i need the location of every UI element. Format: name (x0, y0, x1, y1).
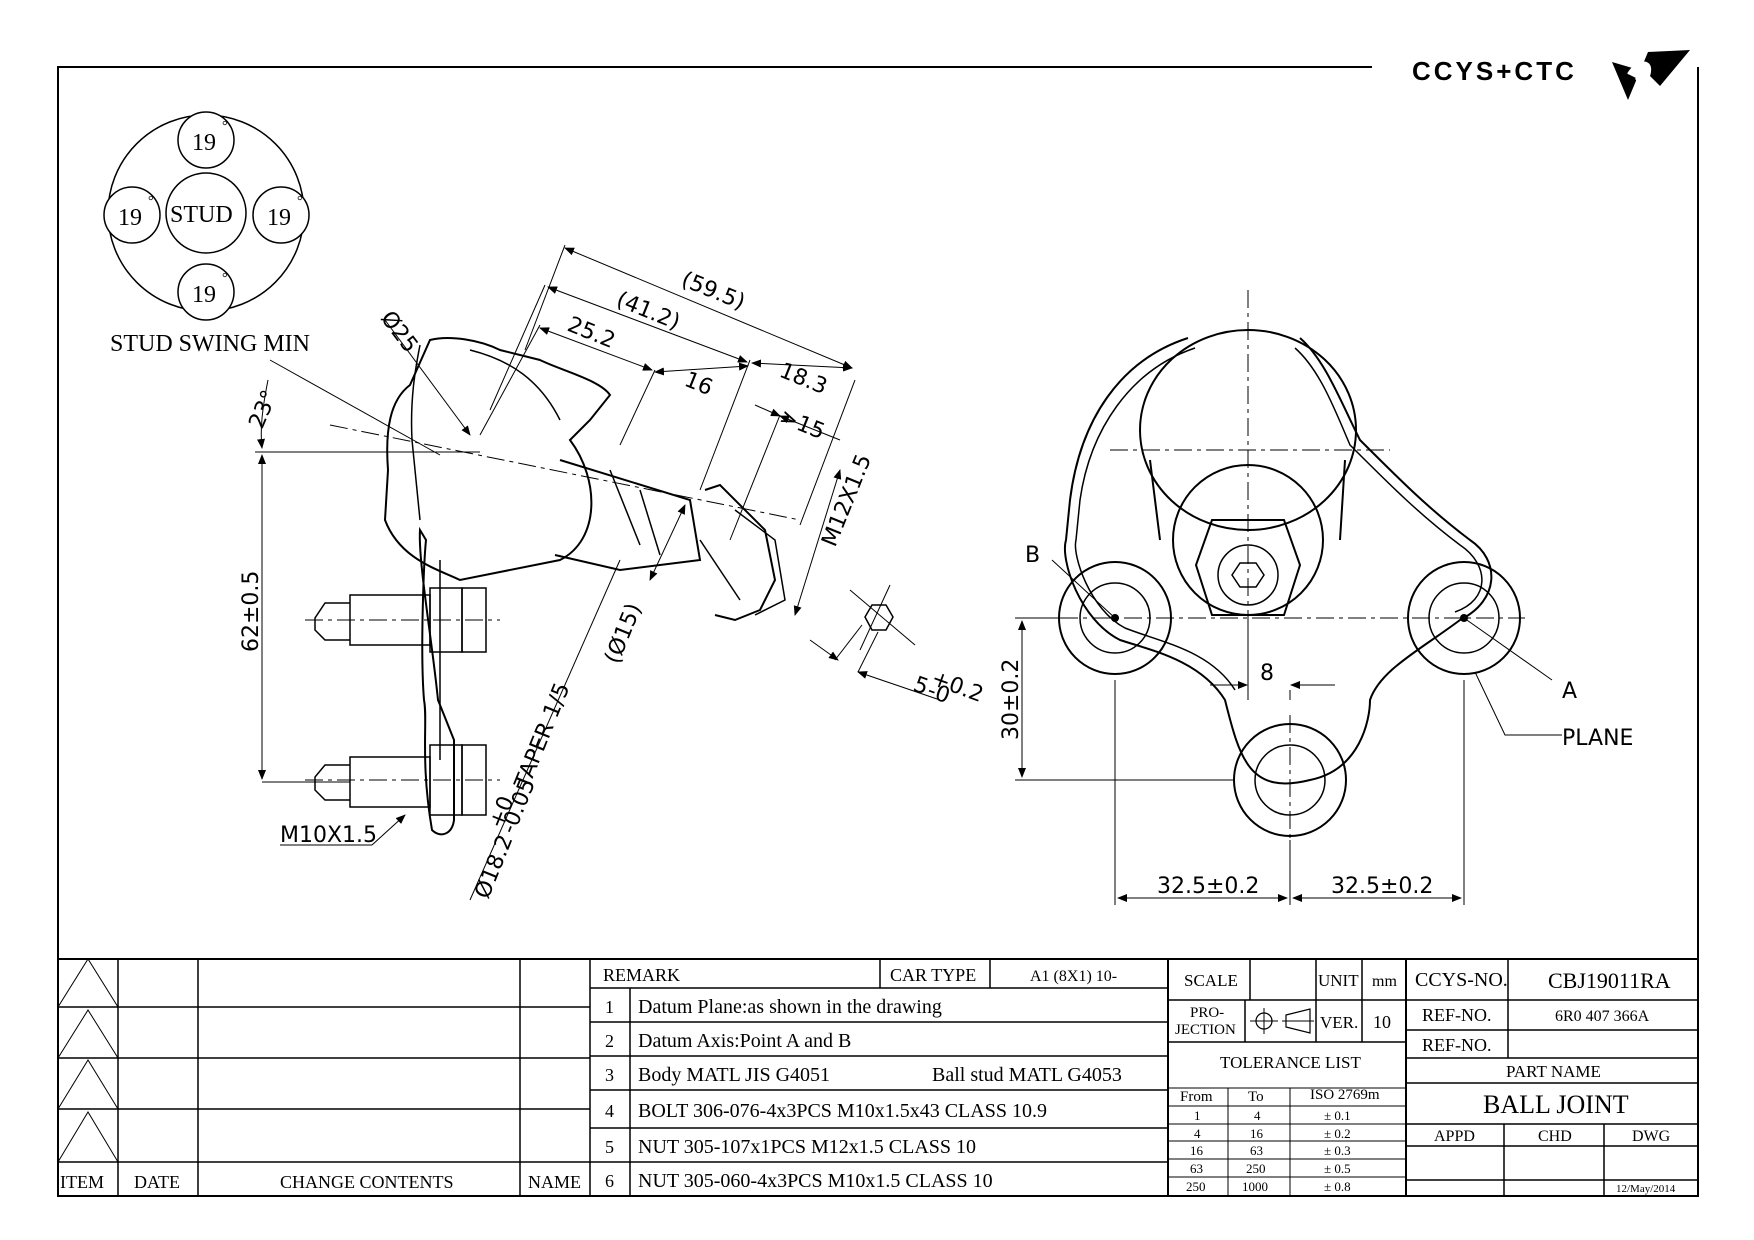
sheet-border (57, 66, 1699, 1197)
dim-angle: 23° (245, 387, 283, 433)
tol-header-iso: ISO 2769m (1310, 1087, 1380, 1103)
projection-symbol-icon (1250, 1008, 1314, 1034)
dim-30: 30±0.2 (999, 659, 1024, 740)
tol-row-4-from: 63 (1190, 1161, 1203, 1176)
tol-row-3-to: 63 (1250, 1143, 1263, 1158)
appd-label: APPD (1434, 1128, 1475, 1145)
tol-row-2-tol: ± 0.2 (1324, 1126, 1351, 1141)
tol-header-to: To (1248, 1089, 1264, 1105)
tol-row-1-to: 4 (1254, 1108, 1261, 1123)
drawing-date: 12/May/2014 (1616, 1183, 1676, 1195)
ccys-no-value: CBJ19011RA (1548, 968, 1671, 993)
rev-header-date: DATE (134, 1172, 180, 1192)
remark-item-3-no: 3 (605, 1065, 614, 1085)
title-block-grid (57, 958, 1698, 1196)
remark-item-5: NUT 305-107x1PCS M12x1.5 CLASS 10 (638, 1136, 976, 1158)
rev-header-name: NAME (528, 1172, 581, 1192)
ref-no-label: REF-NO. (1422, 1005, 1492, 1025)
unit-value: mm (1372, 973, 1397, 990)
swing-left-degree: ° (148, 194, 154, 209)
remark-item-1: Datum Plane:as shown in the drawing (638, 996, 942, 1018)
rev-header-change: CHANGE CONTENTS (280, 1172, 454, 1192)
part-name-label: PART NAME (1506, 1062, 1601, 1081)
tol-row-1-tol: ± 0.1 (1324, 1108, 1351, 1123)
unit-label: UNIT (1318, 971, 1359, 990)
stud-swing-diagram: 19 19 19 19 ° ° ° ° STUD STUD SWING MIN (103, 111, 310, 357)
label-plane: PLANE (1562, 726, 1633, 751)
dim-16: 16 (681, 367, 716, 401)
dim-m12: M12X1.5 (817, 451, 877, 550)
projection-label-2: JECTION (1175, 1022, 1236, 1038)
rev-header-item: ITEM (60, 1172, 104, 1192)
swing-left: 19 (118, 205, 142, 231)
remark-item-4-no: 4 (605, 1101, 614, 1121)
ref-no-label-2: REF-NO. (1422, 1035, 1492, 1055)
dim-8: 8 (1260, 661, 1274, 686)
tol-row-3-from: 16 (1190, 1143, 1204, 1158)
dim-59-5: (59.5) (678, 267, 749, 315)
part-name-value: BALL JOINT (1483, 1090, 1629, 1119)
tol-row-5-tol: ± 0.8 (1324, 1179, 1351, 1194)
ver-label: VER. (1320, 1013, 1358, 1032)
tol-row-5-from: 250 (1186, 1179, 1206, 1194)
label-a: A (1562, 679, 1577, 704)
dim-62: 62±0.5 (239, 571, 264, 652)
hex-socket-detail: 5 +0.2 -0 (809, 584, 987, 709)
tol-header-from: From (1180, 1089, 1213, 1105)
remark-item-2: Datum Axis:Point A and B (638, 1030, 851, 1052)
remark-item-4: BOLT 306-076-4x3PCS M10x1.5x43 CLASS 10.… (638, 1100, 1047, 1122)
ver-value: 10 (1373, 1012, 1391, 1032)
top-view: B A PLANE 30±0.2 8 32.5±0.2 32.5±0.2 (999, 290, 1633, 905)
dim-41-2: (41.2) (613, 287, 684, 335)
dim-m10: M10X1.5 (280, 823, 377, 848)
swing-caption: STUD SWING MIN (110, 331, 310, 357)
ref-no-value: 6R0 407 366A (1555, 1008, 1650, 1025)
tolerance-rows: 1 4 ± 0.1 4 16 ± 0.2 16 63 ± 0.3 63 250 … (1186, 1108, 1351, 1194)
dim-32-5-left: 32.5±0.2 (1157, 874, 1259, 899)
remark-item-2-no: 2 (605, 1031, 614, 1051)
swing-center-label: STUD (170, 202, 233, 228)
dim-d25: Ø25 (375, 307, 422, 358)
label-b: B (1025, 543, 1040, 568)
dim-gt15: >15 (776, 404, 828, 445)
tol-row-2-to: 16 (1250, 1126, 1264, 1141)
scale-label: SCALE (1184, 971, 1238, 990)
car-type-label: CAR TYPE (890, 965, 976, 985)
logo-text: CCYS+CTC (1412, 56, 1577, 86)
dim-d18-2: Ø18.2 (470, 831, 518, 902)
remark-item-3: Body MATL JIS G4051 (638, 1064, 830, 1086)
company-logo: CCYS+CTC (1412, 50, 1690, 100)
swing-top: 19 (192, 130, 216, 156)
title-block-text: ITEM DATE CHANGE CONTENTS NAME REMARK CA… (60, 965, 1676, 1195)
swing-bottom-degree: ° (222, 271, 228, 286)
swing-right-degree: ° (297, 194, 303, 209)
tolerance-title: TOLERANCE LIST (1220, 1053, 1361, 1072)
swing-bottom: 19 (192, 282, 216, 308)
dim-d15: (Ø15) (600, 600, 647, 667)
ccys-no-label: CCYS-NO. (1415, 969, 1508, 991)
remark-item-3-extra: Ball stud MATL G4053 (932, 1064, 1122, 1086)
remark-item-6: NUT 305-060-4x3PCS M10x1.5 CLASS 10 (638, 1170, 993, 1192)
tol-row-1-from: 1 (1194, 1108, 1201, 1123)
tol-row-3-tol: ± 0.3 (1324, 1143, 1351, 1158)
chd-label: CHD (1538, 1128, 1572, 1145)
projection-label-1: PRO- (1190, 1005, 1224, 1021)
tol-row-4-to: 250 (1246, 1161, 1266, 1176)
tol-row-5-to: 1000 (1242, 1179, 1268, 1194)
remark-item-6-no: 6 (605, 1171, 614, 1191)
swing-right: 19 (267, 205, 291, 231)
remark-item-1-no: 1 (605, 997, 614, 1017)
remark-label: REMARK (603, 965, 680, 985)
car-type-value: A1 (8X1) 10- (1030, 968, 1117, 985)
swing-top-degree: ° (222, 119, 228, 134)
dim-32-5-right: 32.5±0.2 (1331, 874, 1433, 899)
side-view: 62±0.5 23° Ø25 (59.5) (41.2) 25.2 16 18.… (239, 244, 987, 902)
dim-18-3: 18.3 (776, 358, 831, 400)
tol-row-2-from: 4 (1194, 1126, 1201, 1141)
dwg-label: DWG (1632, 1128, 1671, 1145)
remark-item-5-no: 5 (605, 1137, 614, 1157)
tol-row-4-tol: ± 0.5 (1324, 1161, 1351, 1176)
